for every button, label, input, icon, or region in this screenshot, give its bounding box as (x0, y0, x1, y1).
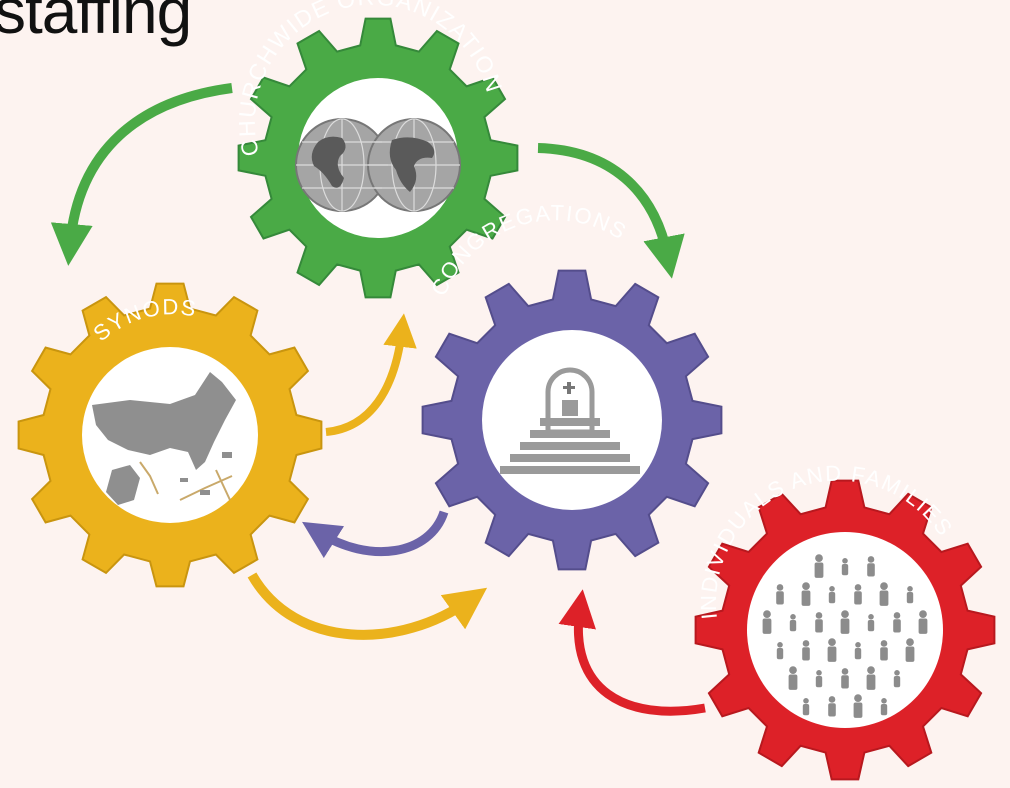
person-figure (854, 584, 862, 605)
church-steps-icon (500, 367, 640, 474)
person-figure (828, 696, 836, 717)
arrow-synods-to-congregations (247, 572, 488, 640)
gear-churchwide: CHURCHWIDE ORGANIZATION (234, 0, 519, 299)
us-map-icon (92, 372, 236, 505)
person-figure (841, 558, 849, 576)
person-figure (815, 612, 823, 633)
person-figure (776, 642, 784, 660)
person-figure (815, 670, 823, 688)
person-figure (776, 584, 784, 605)
arrow-churchwide-to-congregations (537, 143, 685, 279)
person-figure (879, 582, 889, 606)
arrow-churchwide-to-synods (50, 83, 233, 266)
person-figure (880, 698, 888, 716)
gear-synods: SYNODS (17, 282, 323, 588)
person-figure (880, 640, 888, 661)
person-figure (866, 666, 876, 690)
person-figure (867, 614, 875, 632)
arrow-individuals-to-congregations (558, 589, 706, 716)
person-figure (854, 642, 862, 660)
globe-icon (295, 118, 461, 212)
person-figure (828, 586, 836, 604)
person-figure (827, 638, 837, 662)
arrow-synods-to-churchwide (325, 313, 417, 436)
person-figure (918, 610, 928, 634)
person-figure (853, 694, 863, 718)
person-figure (906, 586, 914, 604)
person-figure (789, 614, 797, 632)
person-figure (814, 554, 824, 578)
person-figure (893, 670, 901, 688)
person-figure (802, 640, 810, 661)
gear-individuals: INDIVIDUALS AND FAMILIES (694, 461, 996, 781)
person-figure (893, 612, 901, 633)
arrow-congregations-to-synods (302, 510, 449, 559)
person-figure (762, 610, 772, 634)
person-figure (788, 666, 798, 690)
person-figure (840, 610, 850, 634)
gear-congregations: CONGREGATIONS (421, 200, 723, 571)
page-title: staffing (0, 0, 192, 47)
person-figure (801, 582, 811, 606)
people-crowd-icon (762, 554, 928, 718)
person-figure (905, 638, 915, 662)
person-figure (867, 556, 875, 577)
person-figure (841, 668, 849, 689)
person-figure (802, 698, 810, 716)
